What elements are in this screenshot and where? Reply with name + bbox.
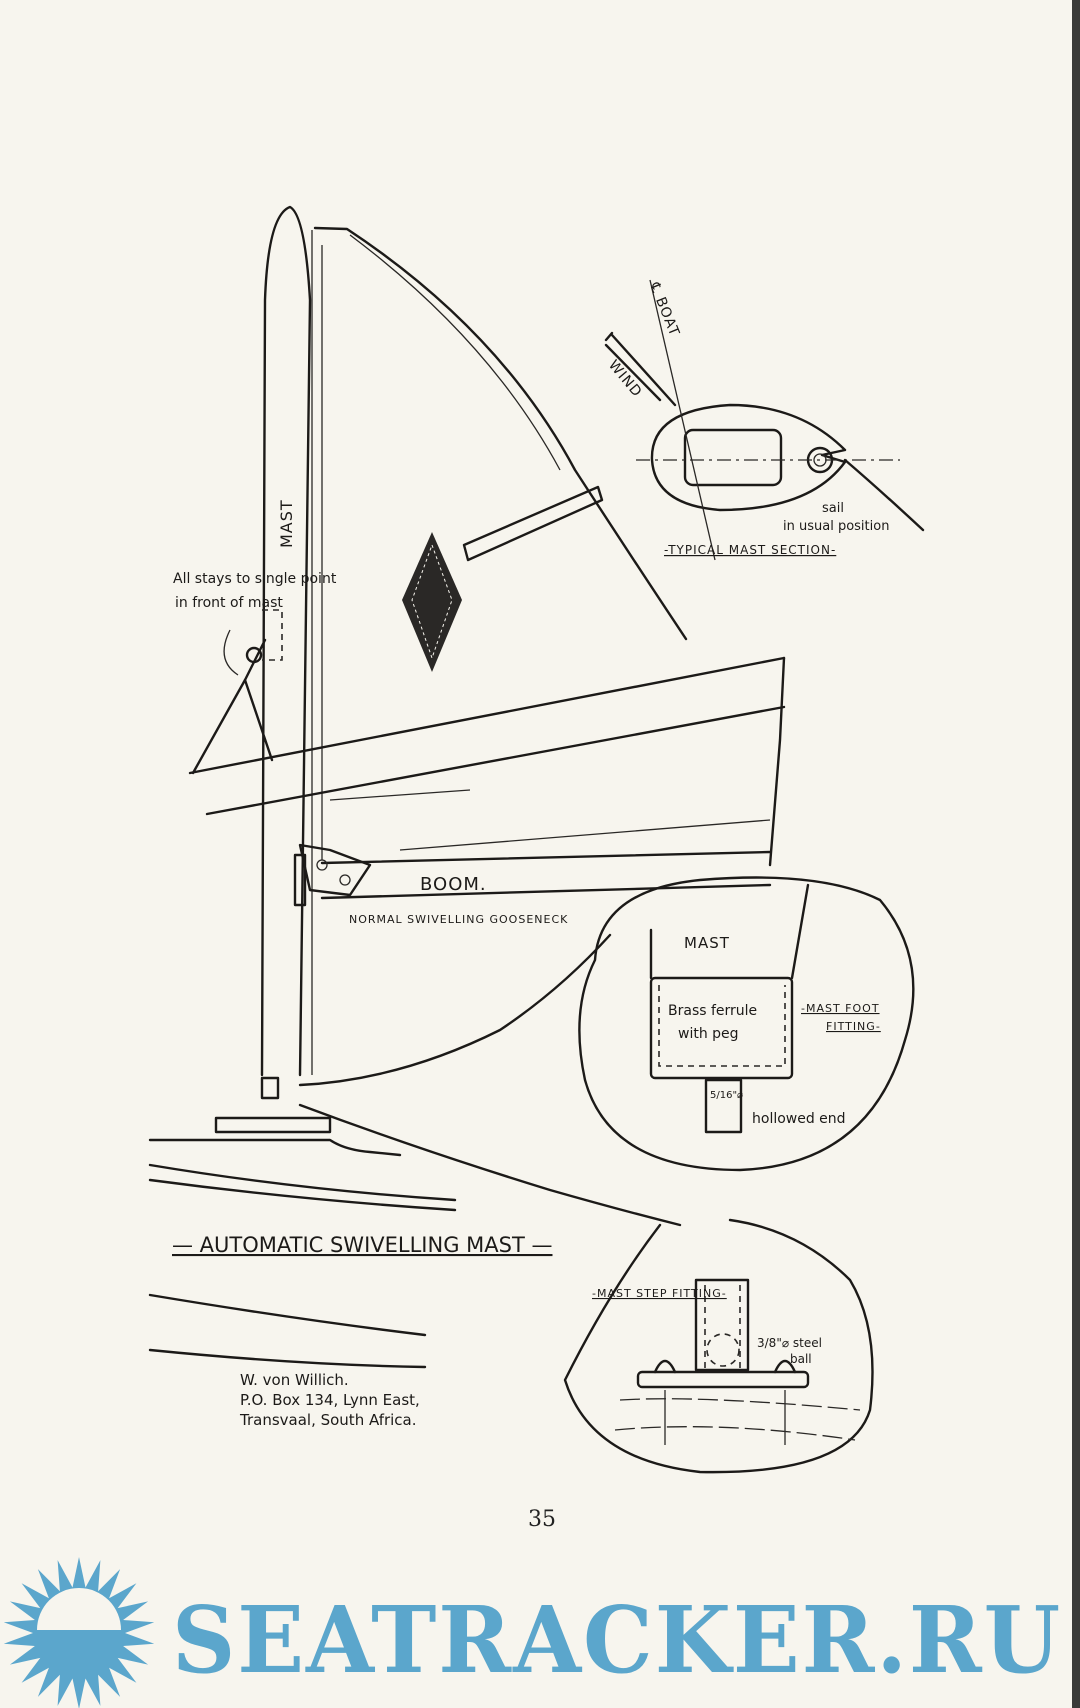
mast-foot-label: -MAST FOOT [801,1002,880,1015]
mast-section-detail [604,279,925,561]
address-line1: P.O. Box 134, Lynn East, [240,1391,420,1409]
sail-window [402,532,462,672]
mast-foot-label-2: FITTING- [826,1020,881,1033]
page-number: 35 [528,1507,556,1532]
sail [188,226,786,867]
sun-icon [3,1557,155,1708]
page-edge [1072,0,1080,1708]
address-line2: Transvaal, South Africa. [239,1411,417,1429]
stays [191,609,283,775]
watermark: SEATRACKER.RU [3,1557,1062,1708]
sail-note-2: in usual position [783,519,889,534]
mast [260,205,313,1077]
address-name: W. von Willich. [240,1371,349,1389]
batten [462,485,604,562]
boom-label: BOOM. [420,874,487,895]
sail-note: sail [822,501,844,516]
mast-section-title: -TYPICAL MAST SECTION- [664,543,836,557]
boat-centerline-label: ℄ BOAT [646,280,682,339]
ball-label: 3/8"⌀ steel [757,1336,822,1350]
stays-note-2: in front of mast [175,595,283,611]
ball-label-2: ball [790,1352,812,1366]
leader-step [298,1103,682,1227]
leader-foot [298,933,612,1087]
hollowed-end-label: hollowed end [752,1111,846,1127]
mast-label: MAST [277,499,296,548]
stays-note: All stays to single point [173,571,337,587]
deck [148,1076,457,1369]
watermark-text: SEATRACKER.RU [172,1586,1062,1694]
step-title: -MAST STEP FITTING- [592,1287,727,1300]
drawing-title: — AUTOMATIC SWIVELLING MAST — [172,1233,552,1257]
mast-foot-detail [578,876,915,1172]
mast-step-detail [563,1218,874,1474]
ferrule-label: Brass ferrule [668,1003,757,1019]
sun-rays [3,1557,155,1708]
gooseneck-label: NORMAL SWIVELLING GOOSENECK [349,913,568,926]
boom [293,843,772,907]
foot-mast-label: MAST [684,934,730,952]
sun-disc [37,1588,121,1630]
ferrule-label-2: with peg [678,1026,739,1042]
peg-dimension: 5/16"⌀ [710,1090,743,1101]
